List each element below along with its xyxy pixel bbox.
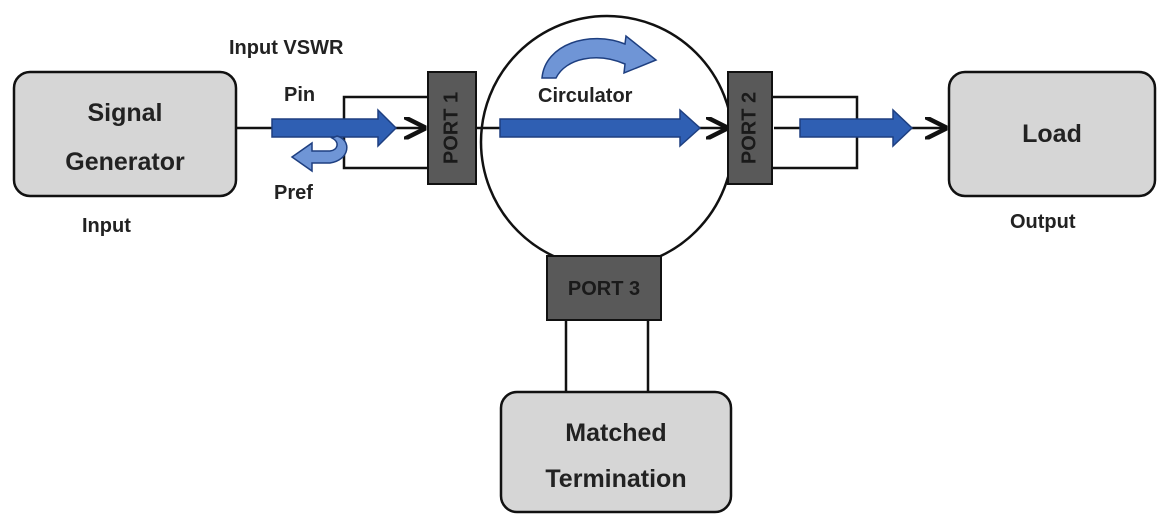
input-caption: Input xyxy=(82,215,131,237)
port1-box xyxy=(427,71,477,185)
output-arrow xyxy=(799,108,914,148)
circulator-rotation-arrow xyxy=(541,34,658,79)
signal-generator-box xyxy=(12,70,238,198)
signal-generator-line2: Generator xyxy=(65,148,185,176)
port2-label: PORT 2 xyxy=(738,92,760,164)
port2-box xyxy=(727,71,773,185)
load-box xyxy=(947,70,1157,198)
circulator-forward-arrow xyxy=(499,108,702,148)
matched-termination-box xyxy=(499,390,733,514)
pref-label: Pref xyxy=(274,182,313,204)
pin-label: Pin xyxy=(284,84,315,106)
port3-box xyxy=(546,255,662,321)
load-label: Load xyxy=(1022,120,1082,148)
port3-label: PORT 3 xyxy=(568,278,640,300)
pref-arrow xyxy=(290,135,348,173)
matched-termination-line1: Matched xyxy=(565,419,666,447)
signal-generator-line1: Signal xyxy=(87,99,162,127)
matched-termination-line2: Termination xyxy=(545,465,686,493)
port1-label: PORT 1 xyxy=(440,92,462,164)
input-vswr-label: Input VSWR xyxy=(229,37,344,59)
pin-arrow xyxy=(271,108,398,148)
output-caption: Output xyxy=(1010,211,1076,233)
circulator-label: Circulator xyxy=(538,85,633,107)
